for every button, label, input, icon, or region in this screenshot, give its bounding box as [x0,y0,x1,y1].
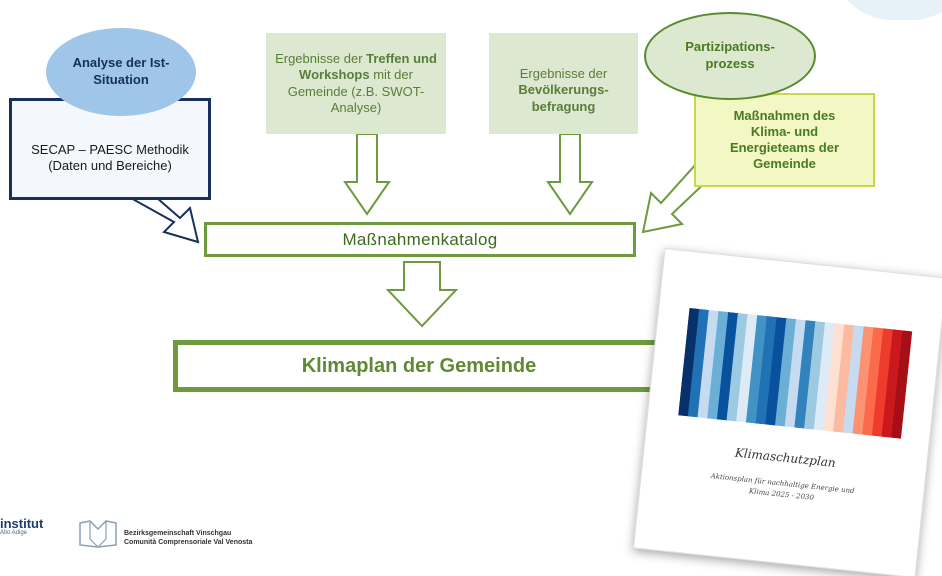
massnahmen-label: Maßnahmen des Klima- und Energieteams de… [729,107,840,172]
klimaplan-box: Klimaplan der Gemeinde [173,340,665,392]
treffen-post: mit der Gemeinde (z.B. SWOT-Analyse) [287,67,425,115]
partizipation-label: Partizipations-prozess [685,39,775,71]
treffen-workshops-box: Ergebnisse der Treffen und Workshops mit… [266,33,446,134]
treffen-text: Ergebnisse der Treffen und Workshops mit… [274,51,438,116]
bezirksgemeinschaft-logo-icon [79,520,117,548]
analyse-ist-situation-oval: Analyse der Ist-Situation [46,28,196,116]
warming-stripe [813,322,836,431]
warming-stripes-image [678,307,913,439]
bgm-line-2: Comunità Comprensoriale Val Venosta [124,539,253,547]
warming-stripe [687,308,710,418]
bezirksgemeinschaft-text: Bezirksgemeinschaft Vinschgau Comunità C… [124,529,252,548]
analyse-label: Analyse der Ist-Situation [72,55,170,87]
bgm-line-1: Bezirksgemeinschaft Vinschgau [124,530,232,537]
warming-stripe [716,311,739,421]
klimaschutzplan-document-cover: Klimaschutzplan Aktionsplan für nachhalt… [632,247,942,576]
warming-stripe [745,315,768,424]
warming-stripe [891,330,913,439]
bevoelkerung-text: Ergebnisse der Bevölkerungs-befragung [497,66,630,115]
secap-label: SECAP – PAESC Methodik (Daten und Bereic… [31,141,189,173]
partizipationsprozess-oval: Partizipations-prozess [644,12,816,100]
massnahmen-energieteam-box: Maßnahmen des Klima- und Energieteams de… [694,93,875,187]
arrow-katalog-to-klimaplan [385,261,459,328]
bevoelkerung-pre: Ergebnisse der [519,66,608,82]
warming-stripe [804,321,826,430]
warming-stripe [881,329,904,438]
treffen-pre: Ergebnisse der [275,51,367,66]
massnahmenkatalog-box: Maßnahmenkatalog [204,222,636,257]
arrow-bevoelkerung-to-katalog [546,133,594,216]
warming-stripe [726,313,749,422]
warming-stripe [842,325,865,434]
institut-logo-name: institut [0,516,44,531]
warming-stripe [707,310,729,420]
institut-logo: institut Alto Adige [0,517,70,557]
arrow-treffen-to-katalog [343,133,391,216]
warming-stripe [736,314,758,423]
warming-stripe [794,320,816,429]
warming-stripe [697,309,720,419]
warming-stripe [765,317,787,426]
warming-stripe [852,326,875,435]
warming-stripe [871,328,894,437]
warming-stripe [823,323,846,432]
klimaplan-label: Klimaplan der Gemeinde [301,354,537,377]
bevoelkerungsbefragung-box: Ergebnisse der Bevölkerungs-befragung [489,33,638,134]
bevoelkerung-bold: Bevölkerungs-befragung [518,82,609,114]
warming-stripe [755,316,778,425]
warming-stripe [784,319,807,428]
warming-stripe [678,307,700,417]
institut-logo-sub: Alto Adige [0,530,28,536]
treffen-bold: Treffen und Workshops [299,51,437,83]
warming-stripe [833,324,855,433]
warming-stripe [775,318,797,427]
katalog-label: Maßnahmenkatalog [342,229,498,249]
warming-stripe [862,327,884,436]
